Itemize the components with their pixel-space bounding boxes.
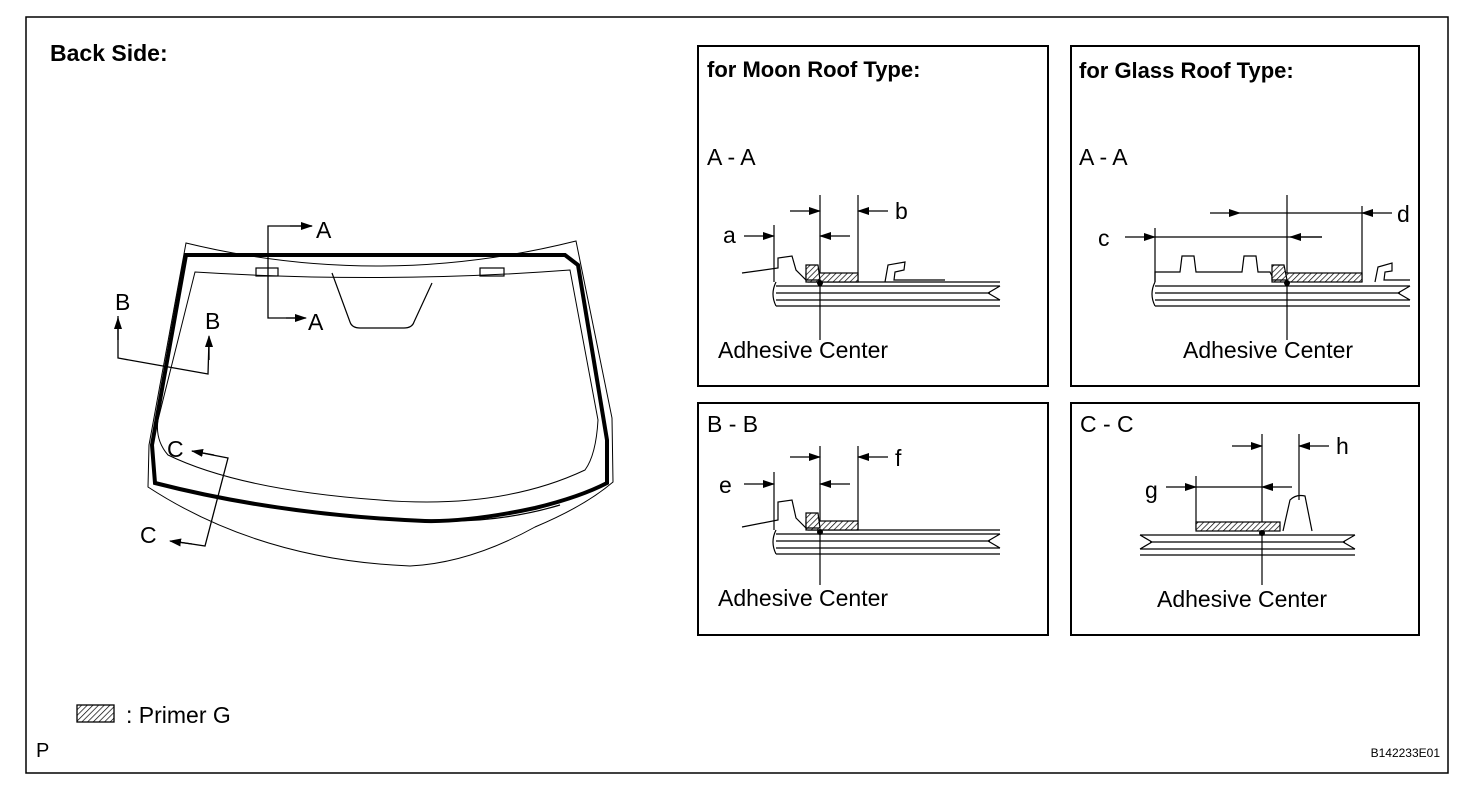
windshield-inner-outline bbox=[157, 269, 599, 503]
panel-cc: C - C h g Adhesive Center bbox=[1070, 402, 1420, 636]
panel-glass-roof: for Glass Roof Type: A - A d c Adhesive … bbox=[1070, 45, 1420, 387]
corner-letter: P bbox=[36, 740, 49, 762]
glass-adhesive-label: Adhesive Center bbox=[1183, 337, 1353, 363]
cc-dim-h-label: h bbox=[1336, 433, 1349, 459]
panel-bb: B - B f e Adhesive Center bbox=[697, 402, 1049, 636]
bb-body-profile bbox=[741, 499, 1000, 531]
panel-moon-title: for Moon Roof Type: bbox=[707, 57, 920, 82]
cut-c-arrow-bottom bbox=[169, 538, 193, 547]
cc-glass-layers bbox=[1139, 534, 1356, 556]
cut-c-label-top: C bbox=[167, 436, 184, 462]
moon-adhesive-label: Adhesive Center bbox=[718, 337, 888, 363]
moon-adhesive-bead bbox=[805, 264, 821, 281]
glass-clip-profile bbox=[1374, 262, 1410, 283]
cc-dim-g-label: g bbox=[1145, 477, 1158, 503]
moon-clip-profile bbox=[884, 261, 945, 283]
panel-glass-section: A - A bbox=[1079, 144, 1128, 170]
glass-dim-c-label: c bbox=[1098, 225, 1110, 251]
panel-bb-frame bbox=[697, 402, 1049, 636]
moon-adhesive-center-dot bbox=[817, 280, 823, 286]
cut-c-label-bottom: C bbox=[140, 522, 157, 548]
panel-bb-section: B - B bbox=[707, 411, 758, 437]
outer-frame bbox=[25, 16, 1449, 774]
bb-glass-layers bbox=[772, 529, 1001, 555]
glass-layers bbox=[1151, 281, 1411, 307]
legend: : Primer G bbox=[76, 702, 231, 728]
cut-b-label-left: B bbox=[115, 289, 130, 315]
sensor-housing bbox=[331, 272, 433, 329]
panel-cc-frame bbox=[1070, 402, 1420, 636]
windshield: A A B B C C bbox=[114, 217, 614, 567]
moon-glass-layers bbox=[772, 281, 1001, 307]
panel-cc-section: C - C bbox=[1080, 411, 1134, 437]
cc-adhesive-label: Adhesive Center bbox=[1157, 586, 1327, 612]
primer-band bbox=[149, 253, 609, 524]
cut-b-label-right: B bbox=[205, 308, 220, 334]
moon-dim-b-label: b bbox=[895, 198, 908, 224]
moon-dim-a-label: a bbox=[723, 222, 736, 248]
panel-moon-frame bbox=[697, 45, 1049, 387]
cut-a-label-top: A bbox=[316, 217, 332, 243]
windshield-outer-outline bbox=[147, 240, 614, 567]
cut-a-label-bottom: A bbox=[308, 309, 324, 335]
lower-trim-line bbox=[454, 504, 561, 522]
cc-primer-hatch bbox=[1195, 521, 1281, 532]
legend-label: : Primer G bbox=[126, 702, 231, 728]
panel-moon-section: A - A bbox=[707, 144, 756, 170]
glass-roof-profile bbox=[1154, 255, 1276, 283]
clip-right bbox=[479, 267, 505, 277]
glass-adhesive-center-dot bbox=[1284, 280, 1290, 286]
cut-line-a bbox=[267, 225, 312, 319]
bb-adhesive-bead bbox=[805, 512, 821, 529]
bb-dim-e-label: e bbox=[719, 472, 732, 498]
glass-dim-d-label: d bbox=[1397, 201, 1410, 227]
cut-c-arrow-top bbox=[191, 449, 215, 457]
panel-glass-title: for Glass Roof Type: bbox=[1079, 58, 1294, 83]
cc-molding-profile bbox=[1282, 494, 1313, 532]
panel-glass-frame bbox=[1070, 45, 1420, 387]
moon-roof-panel-profile bbox=[741, 255, 1000, 283]
glass-adhesive-bead bbox=[1271, 264, 1288, 281]
figure-code: B142233E01 bbox=[1371, 746, 1441, 760]
bb-adhesive-label: Adhesive Center bbox=[718, 585, 888, 611]
legend-hatch-swatch bbox=[76, 704, 115, 723]
bb-dim-f-label: f bbox=[895, 445, 902, 471]
panel-moon-roof: for Moon Roof Type: A - A b a Adhesive C… bbox=[697, 45, 1049, 387]
clip-left bbox=[255, 267, 279, 277]
page-title: Back Side: bbox=[50, 40, 168, 66]
